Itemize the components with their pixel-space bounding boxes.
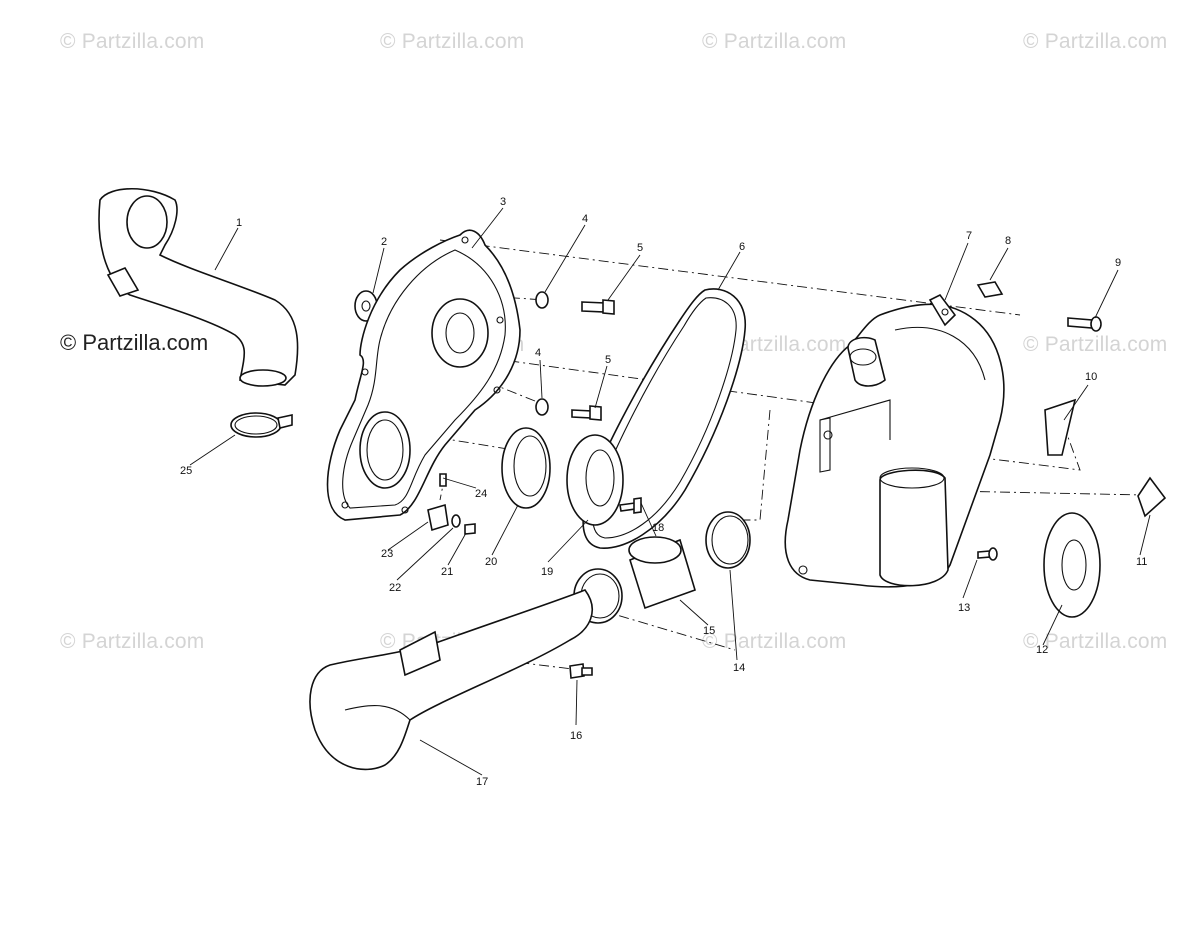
callout-19: 19 [541,566,553,578]
callout-25: 25 [180,465,192,477]
callout-22: 22 [389,582,401,594]
callout-17: 17 [476,776,488,788]
watermark: © Partzilla.com [702,30,847,53]
callout-16: 16 [570,730,582,742]
callout-13: 13 [958,602,970,614]
part-11-decal [1137,476,1167,518]
part-22-washer [451,514,461,528]
part-25-hose-clamp [230,412,293,438]
callout-23: 23 [381,548,393,560]
watermark: © Partzilla.com [380,30,525,53]
part-16-screw [569,663,593,679]
watermark: © Partzilla.com [60,30,205,53]
callout-10: 10 [1085,371,1097,383]
part-12-gasket [1043,512,1101,618]
callout-3: 3 [500,196,506,208]
callout-2: 2 [381,236,387,248]
part-23-bracket [427,503,449,532]
callout-8: 8 [1005,235,1011,247]
callout-11: 11 [1136,556,1147,568]
watermark: © Partzilla.com [1023,630,1168,653]
part-19-seal-plate [566,434,624,526]
part-15-sleeve [628,536,696,610]
callout-24: 24 [475,488,487,500]
callout-18: 18 [652,522,664,534]
callout-14: 14 [733,662,745,674]
part-13-screw [977,547,998,561]
callout-15: 15 [703,625,715,637]
part-7-outer-cover [784,293,1005,588]
callout-1: 1 [236,217,242,229]
callout-6: 6 [739,241,745,253]
watermark: © Partzilla.com [60,630,205,653]
part-17-lower-duct [309,589,594,771]
callout-4: 4 [582,213,588,225]
watermark: © Partzilla.com [1023,30,1168,53]
watermark: © Partzilla.com [1023,333,1168,356]
part-8-label [976,281,1004,298]
part-18-screw [619,497,642,514]
leader-lines [189,207,1151,776]
part-9-screw [1067,316,1102,332]
part-4-washer [535,291,549,416]
callout-4: 4 [535,347,541,359]
callout-5: 5 [637,242,643,254]
callout-20: 20 [485,556,497,568]
callout-9: 9 [1115,257,1121,269]
part-14-hose-clamp [573,511,751,624]
watermark: © Partzilla.com [702,630,847,653]
watermark-main: © Partzilla.com [60,330,209,355]
part-21-screw [464,523,476,535]
part-5-bolt [571,299,615,421]
part-20-seal [501,427,551,509]
part-1-intake-duct [98,187,299,387]
callout-7: 7 [966,230,972,242]
callout-12: 12 [1036,644,1048,656]
part-10-decal [1044,398,1077,456]
callout-labels: 1 2 3 4 4 5 5 6 7 8 9 10 11 12 13 14 15 … [180,196,1147,788]
callout-5: 5 [605,354,611,366]
callout-21: 21 [441,566,453,578]
part-3-inner-cover [326,229,521,521]
part-24-pin [439,473,447,487]
